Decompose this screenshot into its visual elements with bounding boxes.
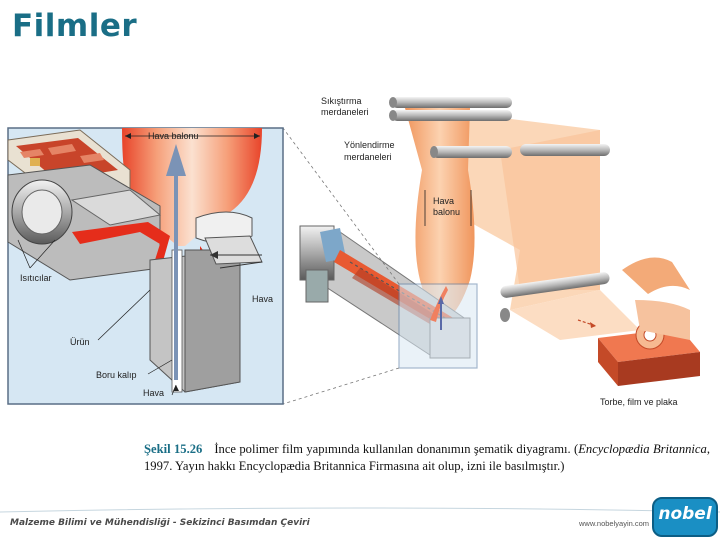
lower-roller: [500, 272, 610, 322]
detail-zoom-box: [398, 283, 478, 369]
output-label: Torbe, film ve plaka: [600, 397, 678, 407]
pinch-rollers-label: Sıkıştırma: [321, 96, 362, 106]
film-web: [430, 110, 640, 340]
pinch-rollers-label-2: merdaneleri: [321, 107, 369, 117]
heaters-label: Isıtıcılar: [20, 273, 52, 283]
logo-text: nobel: [658, 504, 712, 524]
product-label: Ürün: [70, 337, 90, 347]
bubble-detail-label: Hava balonu: [148, 131, 199, 141]
guide-rollers-label: Yönlendirme: [344, 140, 395, 150]
publisher-logo: nobel: [652, 497, 718, 537]
footer-url[interactable]: www.nobelyayin.com: [579, 519, 650, 528]
footer-book-title: Malzeme Bilimi ve Mühendisliği - Sekizin…: [10, 518, 310, 528]
slide-title: Filmler: [12, 8, 138, 44]
detail-panel: [7, 127, 284, 405]
bubble-main-label-2: balonu: [433, 207, 460, 217]
footer: [0, 506, 720, 540]
film-bubble: [405, 108, 475, 318]
tube-die-label: Boru kalıp: [96, 370, 137, 380]
figure-caption: Şekil 15.26 İnce polimer film yapımında k…: [144, 441, 710, 475]
caption-text-2: , 1997. Yayın hakkı Encyclopædia Britann…: [144, 442, 710, 473]
blown-film-diagram: Sıkıştırma merdaneleri Yönlendirme merda…: [7, 96, 700, 407]
guide-rollers-label-2: merdaneleri: [344, 152, 392, 162]
bubble-main-label: Hava: [433, 196, 454, 206]
film-cutter: [598, 257, 700, 386]
caption-text-1: İnce polimer film yapımında kullanılan d…: [214, 442, 579, 456]
figure-number: Şekil 15.26: [144, 442, 203, 456]
guide-rollers: [430, 144, 610, 158]
air-right-label: Hava: [252, 294, 273, 304]
caption-source: Encyclopædia Britannica: [578, 442, 707, 456]
air-bottom-label: Hava: [143, 388, 164, 398]
pinch-rollers: [389, 97, 512, 121]
